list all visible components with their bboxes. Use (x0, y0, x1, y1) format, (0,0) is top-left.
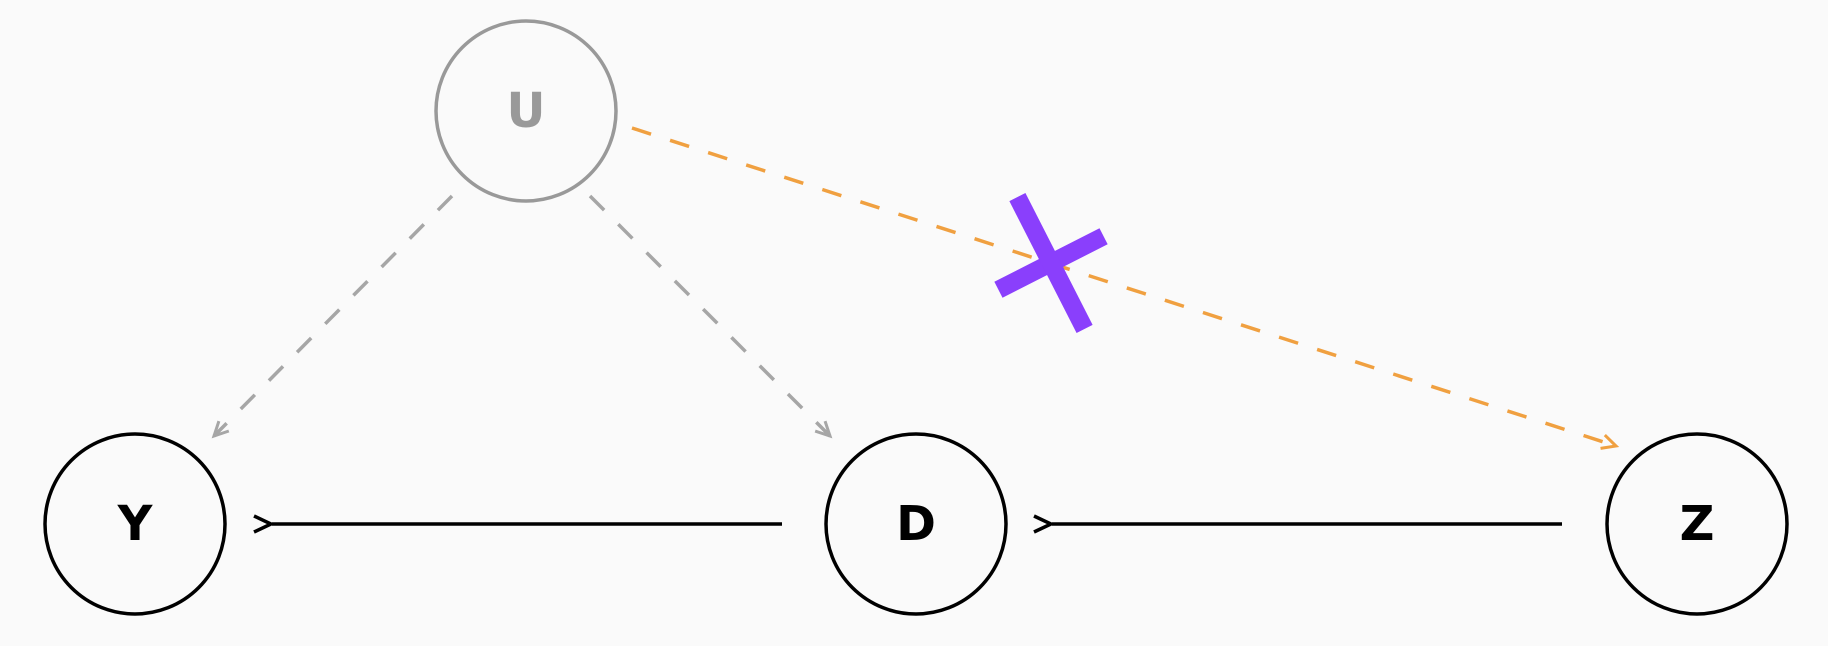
node-z[interactable]: Z (1605, 432, 1789, 616)
node-y[interactable]: Y (43, 432, 227, 616)
edge-u-to-z (631, 126, 1620, 450)
node-y-label: Y (117, 496, 154, 552)
node-u-label: U (507, 83, 546, 139)
node-z-label: Z (1680, 496, 1715, 552)
edge-u-to-y (211, 194, 454, 439)
block-mark-icon (994, 192, 1108, 334)
edge-u-to-d (588, 194, 833, 439)
node-d-label: D (896, 496, 936, 552)
node-d[interactable]: D (824, 432, 1008, 616)
edges (211, 126, 1620, 524)
node-u[interactable]: U (434, 19, 618, 203)
